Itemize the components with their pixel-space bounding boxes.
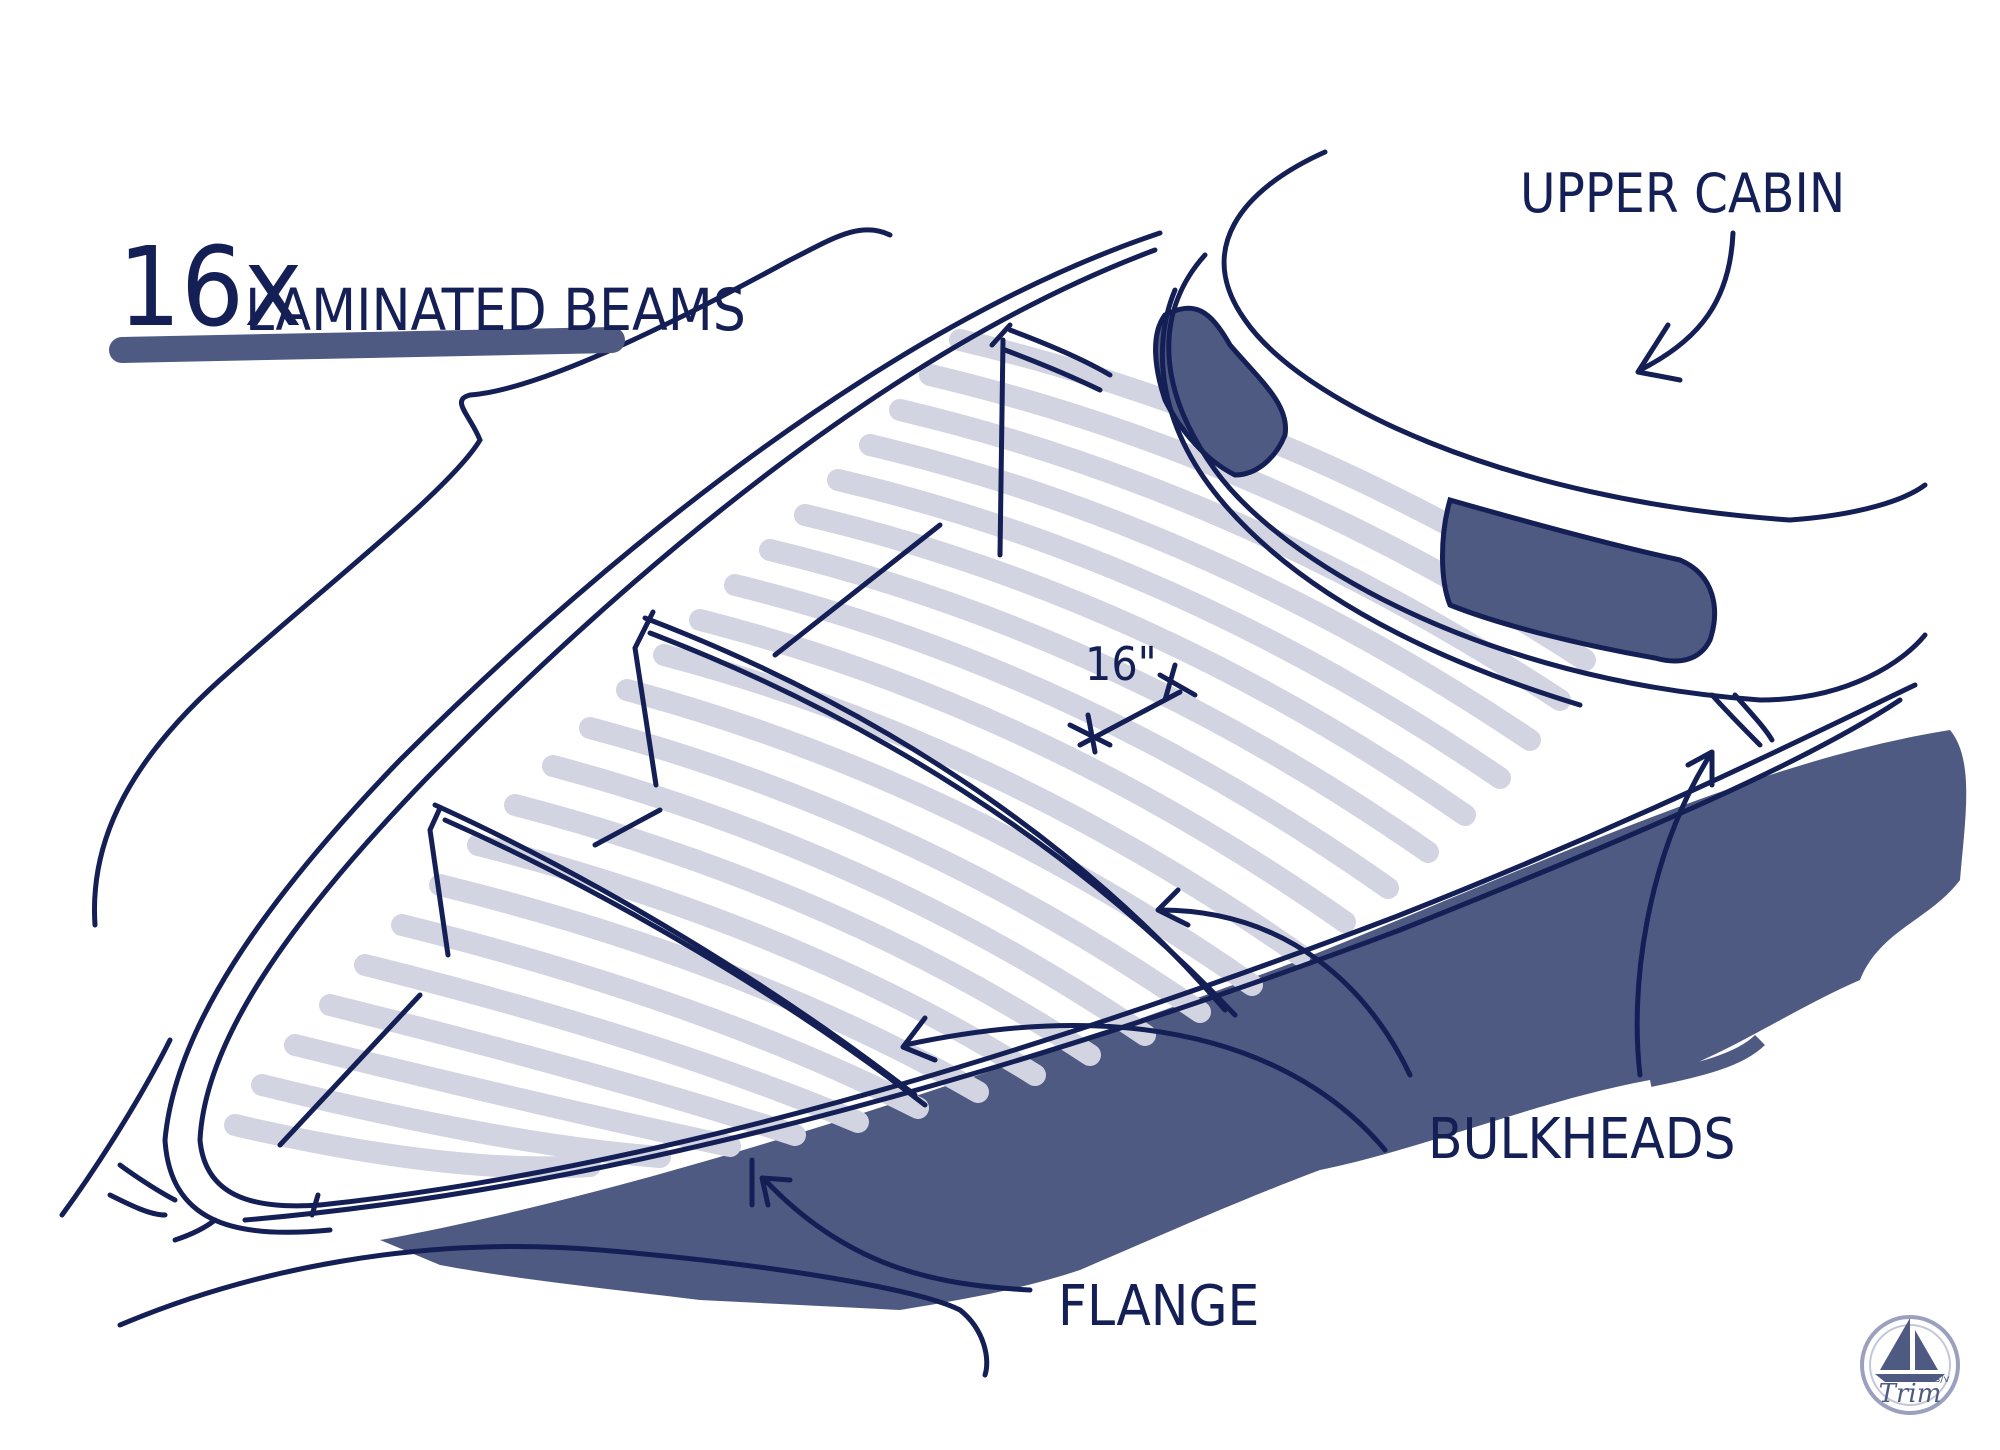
hull-shadow-edge [1648,1034,1765,1087]
arrow-bulkhead-2-head [1155,887,1191,928]
arrow-upper-cabin-head [1635,322,1683,383]
label-spacing: 16" [1085,637,1157,691]
flange-tick-2 [309,1192,321,1218]
frame-stub-6 [427,805,451,958]
beam-20 [284,1034,741,1157]
upper-cabin-top [1221,149,1928,523]
bulkhead-3-a [1007,327,1113,378]
beam-19 [319,994,806,1146]
hull-bottom-line [117,1244,990,1378]
arrow-bulkhead-3 [1634,752,1713,1078]
beam-16 [429,874,989,1103]
bow-hatch-3 [172,1217,218,1243]
sailboat-icon [1880,1318,1938,1370]
beam-03 [889,399,1571,711]
upper-cabin-lower [1159,287,1583,708]
beam-08 [724,574,1399,899]
beams-bracket [91,227,893,928]
bulkhead-3-b [1002,347,1103,393]
bow-hatch-1 [117,1162,178,1203]
beam-14 [504,794,1101,1066]
upper-cabin-side [1166,252,1928,703]
frame-stub-4 [997,337,1006,558]
frame-stub-1 [277,992,423,1148]
arrow-bulkhead-3-head [1685,749,1715,788]
beam-06 [794,504,1476,826]
flange-tick-3 [1709,692,1763,748]
bulkhead-2-b [647,630,1238,1018]
hull-side-shadow [380,730,1967,1310]
beam-04 [859,434,1541,751]
title-underline [109,327,625,363]
dimension-tick-left [1067,712,1113,755]
beam-07 [759,539,1439,863]
arrow-flange-head [759,1175,793,1208]
deck-outer-edge [162,230,1163,1235]
laminated-beams [224,329,1621,1179]
cabin-window-front [1153,305,1289,478]
deck-side-edge-inner [317,682,1918,1208]
beam-21 [251,1074,671,1168]
label-flange: FLANGE [1058,1274,1259,1339]
dimension-tick-right [1157,662,1198,703]
frame-stub-2 [592,807,663,848]
beam-12 [579,717,1211,1023]
cabin-window-side [1440,496,1718,664]
arrow-bulkhead-1 [902,1023,1388,1153]
title-count: 16x [118,223,302,351]
beam-13 [542,755,1156,1046]
bulkhead-1-b [442,817,928,1108]
arrow-flange [762,1177,1033,1293]
flange-tick-4 [1732,692,1775,743]
arrow-bulkhead-1-head [900,1015,938,1063]
beam-17 [391,914,929,1119]
beam-10 [653,644,1311,966]
ink-outlines [59,149,1928,1378]
arrow-bulkhead-2 [1157,907,1413,1078]
arrow-upper-cabin [1637,230,1736,373]
callout-arrows [759,230,1736,1293]
title-text: LAMINATED BEAMS [245,276,746,344]
frame-stub-7 [989,322,1013,348]
frame-stub-5 [632,609,659,788]
trim-logo: Trim s/v [1860,1315,1960,1415]
deck-side-edge-outer [242,697,1903,1223]
frame-stub-3 [772,522,943,658]
bow-hatch-2 [107,1192,168,1218]
deck-inner-edge [197,247,1158,1209]
beam-09 [689,609,1356,933]
logo-text: Trim [1879,1379,1942,1409]
logo-superscript: s/v [1935,1374,1950,1385]
label-bulkheads: BULKHEADS [1428,1107,1736,1172]
label-upper-cabin: UPPER CABIN [1520,162,1845,225]
beam-11 [616,679,1263,996]
hull-bow-line [59,1037,173,1218]
beam-05 [827,469,1511,789]
beam-18 [354,954,869,1133]
